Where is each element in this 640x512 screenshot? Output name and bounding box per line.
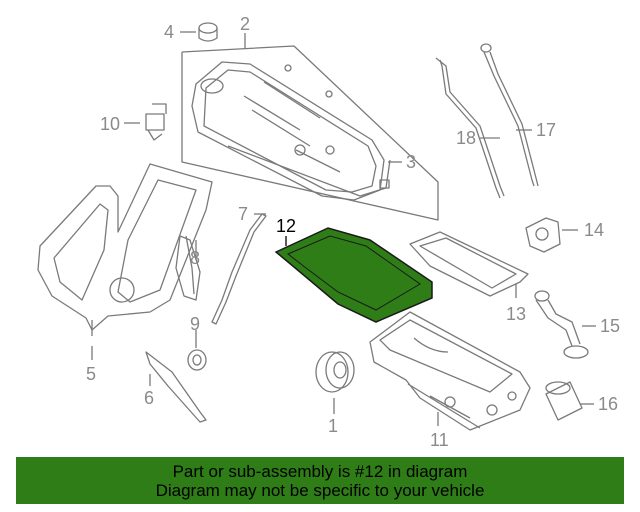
dipstick-part xyxy=(480,43,539,187)
baffle-part xyxy=(409,231,529,297)
banner-line-1: Part or sub-assembly is #12 in diagram xyxy=(172,462,468,481)
info-banner: Part or sub-assembly is #12 in diagram D… xyxy=(16,457,624,504)
callout-2: 2 xyxy=(240,14,250,34)
dipstick-tube-part xyxy=(435,57,505,199)
callout-labels: 1 2 3 4 5 6 7 8 9 10 11 12 13 14 15 16 1… xyxy=(86,14,620,450)
gasket-part-8 xyxy=(175,235,201,301)
gasket-strip-part xyxy=(211,213,267,325)
highlighted-oil-pan-gasket[interactable] xyxy=(274,227,433,323)
callout-15: 15 xyxy=(600,316,620,336)
seal-part xyxy=(187,349,207,371)
banner-line-2: Diagram may not be specific to your vehi… xyxy=(155,481,485,500)
callout-1: 1 xyxy=(328,416,338,436)
callout-5: 5 xyxy=(86,364,96,384)
oil-cap-part xyxy=(198,22,218,42)
callout-3: 3 xyxy=(406,152,416,172)
callout-11: 11 xyxy=(430,430,449,450)
timing-gasket-part xyxy=(145,351,207,423)
oil-filter-part xyxy=(545,381,583,421)
valve-cover-box xyxy=(181,45,439,221)
callout-16: 16 xyxy=(598,394,618,414)
callout-6: 6 xyxy=(144,388,154,408)
valve-cover-part xyxy=(191,61,391,201)
callout-10: 10 xyxy=(100,114,120,134)
parts-diagram: 1 2 3 4 5 6 7 8 9 10 11 12 13 14 15 16 1… xyxy=(37,14,620,450)
leader-lines xyxy=(91,31,596,426)
callout-18: 18 xyxy=(456,128,476,148)
callout-7: 7 xyxy=(238,204,248,224)
callout-13: 13 xyxy=(506,304,526,324)
pickup-tube-part xyxy=(534,290,589,359)
callout-9: 9 xyxy=(190,314,200,334)
pulley-part xyxy=(315,351,355,393)
callout-17: 17 xyxy=(536,120,556,140)
callout-8: 8 xyxy=(190,248,200,268)
sensor-part xyxy=(145,103,167,141)
timing-cover-part xyxy=(37,163,213,336)
callout-4: 4 xyxy=(164,22,174,42)
oil-pump-part xyxy=(525,217,561,253)
callout-14: 14 xyxy=(584,220,604,240)
callout-12: 12 xyxy=(276,216,296,236)
oil-pan-part xyxy=(369,311,531,431)
